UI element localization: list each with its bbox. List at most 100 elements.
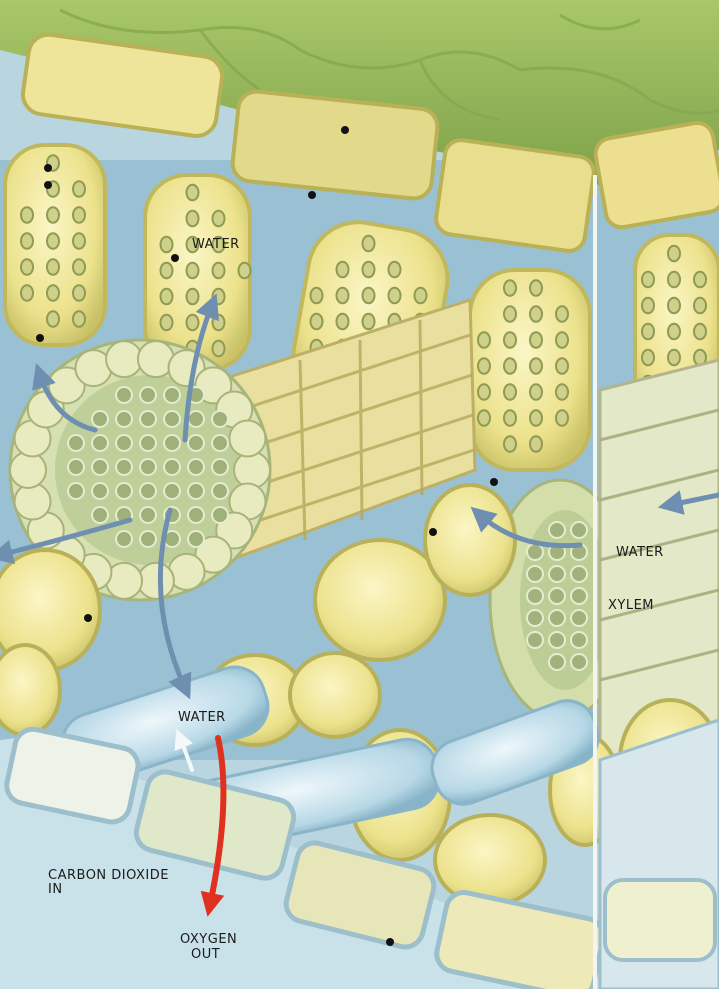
chloroplast — [213, 263, 225, 279]
chloroplast — [187, 289, 199, 305]
carbon-dioxide-label-line2: IN — [48, 883, 63, 897]
bundle-sheath-cell — [15, 484, 51, 520]
chloroplast — [311, 288, 323, 304]
xylem-pore — [68, 483, 84, 499]
xylem-pore — [140, 459, 156, 475]
chloroplast — [556, 384, 568, 400]
chloroplast — [161, 289, 173, 305]
chloroplast — [73, 285, 85, 301]
xylem-pore — [188, 531, 204, 547]
xylem-pore — [92, 483, 108, 499]
xylem-pore — [571, 632, 587, 648]
chloroplast — [21, 233, 33, 249]
xylem-pore — [212, 483, 228, 499]
xylem-pore — [212, 507, 228, 523]
xylem-pore — [571, 566, 587, 582]
chloroplast — [187, 315, 199, 331]
chloroplast — [556, 410, 568, 426]
chloroplast — [668, 246, 680, 262]
chloroplast — [668, 350, 680, 366]
oxygen-label-line2: OUT — [191, 948, 220, 962]
chloroplast — [478, 358, 490, 374]
xylem-pore — [188, 507, 204, 523]
chloroplast — [161, 263, 173, 279]
chloroplast — [213, 289, 225, 305]
chloroplast — [504, 436, 516, 452]
chloroplast — [363, 288, 375, 304]
chloroplast — [504, 410, 516, 426]
carbon-dioxide-label-line1: CARBON DIOXIDE — [48, 869, 169, 883]
chloroplast — [47, 311, 59, 327]
chloroplast — [73, 233, 85, 249]
chloroplast — [668, 324, 680, 340]
chloroplast — [311, 314, 323, 330]
chloroplast — [530, 332, 542, 348]
chloroplast — [694, 298, 706, 314]
bundle-sheath-cell — [138, 563, 174, 599]
chloroplast — [556, 306, 568, 322]
chloroplast — [21, 207, 33, 223]
right-epidermis-cell — [605, 880, 715, 960]
chloroplast — [389, 262, 401, 278]
chloroplast — [73, 207, 85, 223]
chloroplast — [642, 272, 654, 288]
xylem-pore — [116, 531, 132, 547]
chloroplast — [530, 410, 542, 426]
xylem-pore — [549, 522, 565, 538]
chloroplast — [504, 358, 516, 374]
xylem-pore — [549, 588, 565, 604]
chloroplast — [668, 298, 680, 314]
xylem-pore — [188, 411, 204, 427]
xylem-pore — [164, 483, 180, 499]
chloroplast — [21, 285, 33, 301]
xylem-pore — [212, 435, 228, 451]
chloroplast — [415, 288, 427, 304]
xylem-pore — [140, 411, 156, 427]
xylem-pore — [571, 654, 587, 670]
chloroplast — [47, 285, 59, 301]
chloroplast — [47, 259, 59, 275]
chloroplast — [47, 207, 59, 223]
xylem-pore — [571, 522, 587, 538]
bundle-sheath-cell — [234, 452, 270, 488]
xylem-pore — [116, 411, 132, 427]
xylem-pore — [549, 632, 565, 648]
xylem-pore — [116, 483, 132, 499]
xylem-pore — [527, 610, 543, 626]
chloroplast — [363, 236, 375, 252]
chloroplast — [213, 341, 225, 357]
xylem-pore — [140, 435, 156, 451]
xylem-pore — [68, 459, 84, 475]
chloroplast — [694, 272, 706, 288]
xylem-pore — [140, 483, 156, 499]
xylem-pore — [116, 435, 132, 451]
xylem-pore — [188, 483, 204, 499]
chloroplast — [478, 410, 490, 426]
xylem-pore — [116, 459, 132, 475]
chloroplast — [694, 324, 706, 340]
chloroplast — [187, 211, 199, 227]
xylem-pore — [164, 411, 180, 427]
chloroplast — [556, 332, 568, 348]
xylem-pore — [527, 588, 543, 604]
xylem-pore — [212, 459, 228, 475]
chloroplast — [213, 211, 225, 227]
chloroplast — [73, 311, 85, 327]
xylem-pore — [164, 387, 180, 403]
xylem-pore — [92, 459, 108, 475]
chloroplast — [73, 181, 85, 197]
chloroplast — [161, 315, 173, 331]
chloroplast — [21, 259, 33, 275]
chloroplast — [642, 298, 654, 314]
xylem-pore — [549, 654, 565, 670]
chloroplast — [337, 314, 349, 330]
xylem-pore — [140, 507, 156, 523]
chloroplast — [530, 280, 542, 296]
water-label-top: WATER — [192, 238, 240, 252]
xylem-label: XYLEM — [608, 599, 654, 613]
chloroplast — [187, 263, 199, 279]
chloroplast — [337, 288, 349, 304]
chloroplast — [187, 185, 199, 201]
water-label-right: WATER — [616, 546, 664, 560]
